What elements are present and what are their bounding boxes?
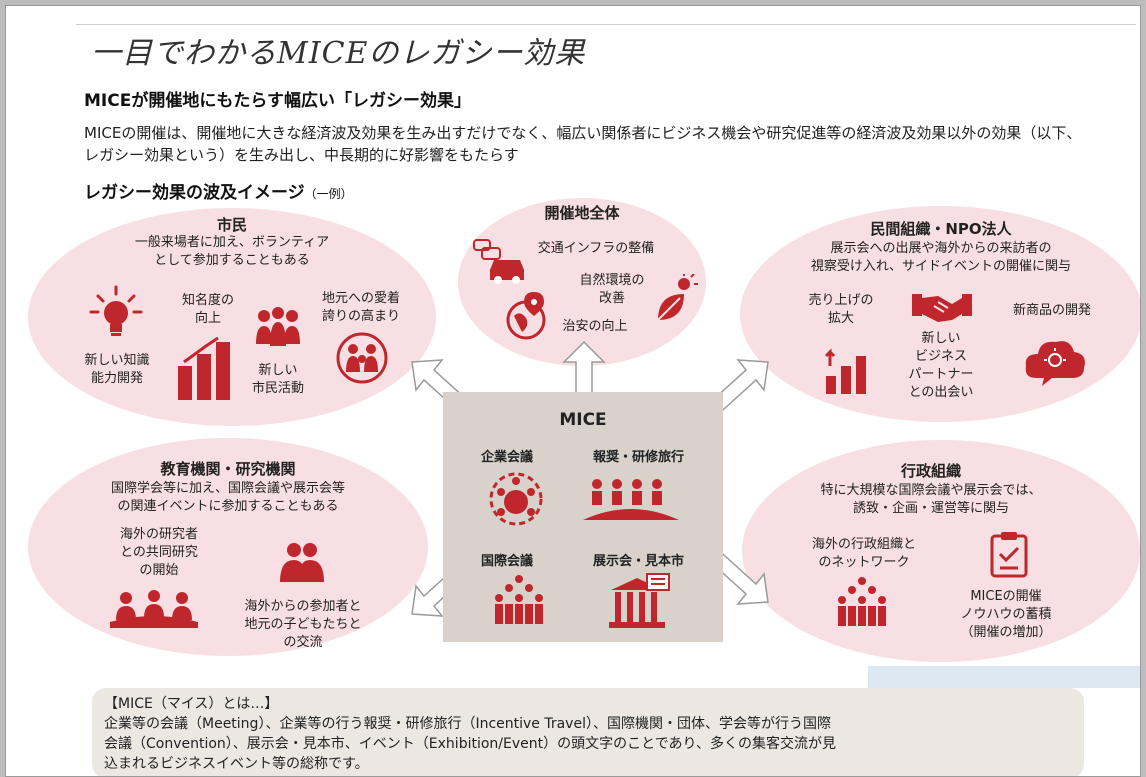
- exhibition-hall-icon: [609, 573, 670, 628]
- private-item-6: との出会い: [908, 385, 974, 400]
- citizens-title: 市民: [216, 216, 247, 234]
- host-item-4: 治安の向上: [562, 319, 628, 334]
- admin-item-2: のネットワーク: [818, 555, 910, 570]
- admin-item-1: 海外の行政組織と: [811, 537, 916, 552]
- citizens-item-8: 誇りの高まり: [321, 309, 400, 324]
- definition-line-2: 会議（Convention）、展示会・見本市、イベント（Exhibition/E…: [104, 736, 836, 752]
- family-icon: [336, 332, 388, 384]
- mice-box: MICE 企業会議 報奨・研修旅行 国際会議 展示会・見本市: [443, 392, 723, 642]
- citizens-item-7: 地元への愛着: [321, 291, 400, 306]
- education-item-5: 地元の子どもたちと: [244, 617, 362, 632]
- admin-bubble: [742, 440, 1140, 662]
- subheading-text: レガシー効果の波及イメージ: [84, 183, 305, 203]
- definition-box: 【MICE（マイス）とは…】 企業等の会議（Meeting）、企業等の行う報奨・…: [92, 688, 1084, 776]
- community-icon: [256, 307, 300, 346]
- convention-crowd-icon: [495, 575, 543, 624]
- private-text-1: 展示会への出展や海外からの来訪者の: [830, 241, 1052, 256]
- citizens-item-6: 市民活動: [251, 381, 304, 396]
- citizens-item-4: 向上: [194, 311, 221, 326]
- host-title: 開催地全体: [544, 204, 620, 222]
- clipboard-icon: [990, 532, 1028, 578]
- mice-item-incentive: 報奨・研修旅行: [593, 450, 685, 465]
- description: MICEの開催は、開催地に大きな経済波及効果を生み出すだけでなく、幅広い関係者に…: [84, 124, 1082, 164]
- education-text-1: 国際学会等に加え、国際会議や展示会等: [110, 481, 345, 496]
- citizens-item-3: 知名度の: [181, 293, 234, 308]
- host-item-1: 交通インフラの整備: [537, 241, 655, 256]
- handshake-icon: [912, 294, 972, 322]
- host-item-2: 自然環境の: [579, 273, 645, 288]
- education-item-6: の交流: [283, 635, 323, 650]
- corporate-meeting-icon: [489, 472, 543, 526]
- subheading: レガシー効果の波及イメージ（一例）: [84, 178, 353, 203]
- admin-item-3: MICEの開催: [970, 589, 1042, 604]
- citizens-item-1: 新しい知識: [84, 353, 150, 368]
- private-item-1: 売り上げの: [808, 293, 874, 308]
- private-item-4: ビジネス: [914, 349, 967, 364]
- private-item-5: パートナー: [908, 367, 974, 382]
- education-item-3: の開始: [139, 563, 179, 578]
- education-title: 教育機関・研究機関: [160, 460, 296, 478]
- incentive-travel-icon: [583, 479, 679, 520]
- definition-line-3: 込まれるビジネスイベント等の総称です。: [104, 756, 369, 772]
- admin-item-4: ノウハウの蓄積: [960, 607, 1052, 622]
- leaf-sun-icon: [657, 274, 698, 321]
- definition-line-1: 企業等の会議（Meeting）、企業等の行う報奨・研修旅行（Incentive …: [104, 716, 831, 732]
- rising-bars-icon: [178, 336, 230, 400]
- mice-item-exhibition: 展示会・見本市: [593, 554, 685, 569]
- growth-chart-icon: [824, 348, 866, 394]
- title-rule: [76, 24, 1136, 25]
- private-item-2: 拡大: [827, 311, 854, 326]
- citizens-text-2: として参加することもある: [154, 253, 310, 268]
- subheading-note: （一例）: [304, 187, 353, 201]
- heading: MICEが開催地にもたらす幅広い「レガシー効果」: [84, 91, 471, 111]
- crowd-icon: [838, 577, 886, 626]
- education-item-1: 海外の研究者: [119, 527, 198, 542]
- mice-title: MICE: [559, 410, 607, 430]
- lightbulb-icon: [89, 285, 143, 336]
- admin-text-1: 特に大規模な国際会議や展示会では、: [820, 483, 1042, 498]
- admin-title: 行政組織: [900, 462, 961, 480]
- slide: 一目でわかるMICEのレガシー効果 MICEが開催地にもたらす幅広い「レガシー効…: [5, 5, 1141, 777]
- arrow-up: [562, 340, 606, 395]
- traffic-icon: [473, 239, 524, 284]
- slide-title: 一目でわかるMICEのレガシー効果: [91, 36, 586, 71]
- definition-title: 【MICE（マイス）とは…】: [104, 696, 279, 712]
- host-item-3: 改善: [598, 291, 625, 306]
- meeting-people-icon: [280, 543, 324, 582]
- mice-item-corporate: 企業会議: [481, 450, 534, 465]
- citizens-item-5: 新しい: [258, 363, 298, 378]
- education-item-2: との共同研究: [120, 545, 198, 560]
- education-item-4: 海外からの参加者と: [244, 599, 362, 614]
- citizens-text-1: 一般来場者に加え、ボランティア: [134, 235, 330, 250]
- private-text-2: 視察受け入れ、サイドイベントの開催に関与: [810, 259, 1072, 274]
- research-table-icon: [110, 590, 198, 628]
- citizens-bubble: [28, 208, 436, 426]
- idea-cloud-icon: [1025, 341, 1085, 386]
- globe-pin-icon: [506, 292, 546, 340]
- admin-item-5: （開催の増加）: [960, 625, 1052, 640]
- admin-text-2: 誘致・企画・運営等に関与: [852, 501, 1009, 516]
- mice-item-convention: 国際会議: [481, 554, 534, 569]
- education-bubble: [28, 438, 428, 656]
- faded-caption: [868, 666, 1140, 688]
- citizens-item-2: 能力開発: [90, 371, 143, 386]
- private-item-3: 新しい: [921, 331, 961, 346]
- private-item-7: 新商品の開発: [1012, 303, 1091, 318]
- private-title: 民間組織・NPO法人: [870, 220, 1012, 238]
- education-text-2: の関連イベントに参加することもある: [117, 499, 339, 514]
